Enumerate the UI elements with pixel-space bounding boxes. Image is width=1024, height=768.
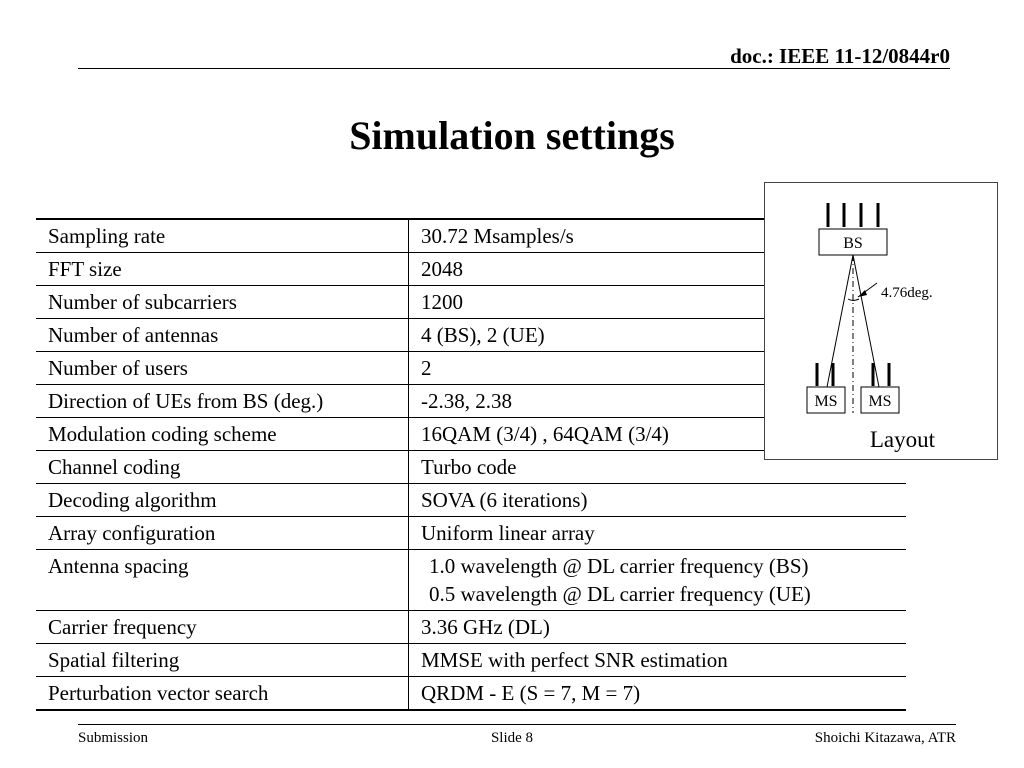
parameter-cell: Channel coding <box>36 450 409 484</box>
table-row: Decoding algorithm SOVA (6 iterations) <box>36 483 906 517</box>
value-text: 16QAM (3/4) , 64QAM (3/4) <box>421 422 669 446</box>
value-text: QRDM - E (S = 7, M = 7) <box>421 681 641 705</box>
value-cell: 3.36 GHz (DL) <box>408 610 906 644</box>
table-row: Perturbation vector search QRDM - E (S = … <box>36 676 906 711</box>
parameter-cell: Number of antennas <box>36 318 409 352</box>
value-text: 3.36 GHz (DL) <box>421 615 550 639</box>
parameter-cell: Number of users <box>36 351 409 385</box>
bs-label: BS <box>843 235 863 252</box>
ms-box <box>860 386 900 414</box>
table-row: Carrier frequency 3.36 GHz (DL) <box>36 610 906 644</box>
ms-box <box>806 386 846 414</box>
parameter-cell: Sampling rate <box>36 218 409 253</box>
table-row: Number of antennas 4 (BS), 2 (UE) <box>36 318 906 352</box>
value-text: 2 <box>421 356 432 380</box>
parameter-cell: Spatial filtering <box>36 643 409 677</box>
value-text: 1200 <box>421 290 463 314</box>
footer-slide-number: Slide 8 <box>490 730 534 746</box>
value-text: Turbo code <box>421 455 517 479</box>
value-cell: SOVA (6 iterations) <box>408 483 906 517</box>
layout-caption: Layout <box>765 427 997 453</box>
parameter-cell: Carrier frequency <box>36 610 409 644</box>
parameter-cell: FFT size <box>36 252 409 286</box>
ms-label: MS <box>868 393 891 410</box>
layout-figure: BS 4.76deg. MS MS Layout <box>764 182 998 460</box>
angle-label: 4.76deg. <box>881 285 933 301</box>
value-text: 4 (BS), 2 (UE) <box>421 323 545 347</box>
value-text: 1.0 wavelength @ DL carrier frequency (B… <box>429 554 809 578</box>
layout-caption-text: Layout <box>869 427 935 452</box>
value-cell: MMSE with perfect SNR estimation <box>408 643 906 677</box>
parameter-cell: Antenna spacing <box>36 549 409 611</box>
table-row: Antenna spacing 1.0 wavelength @ DL carri… <box>36 549 906 611</box>
footer-submission: Submission <box>78 730 149 746</box>
slide-title: Simulation settings <box>349 113 675 158</box>
layout-diagram: BS 4.76deg. MS MS <box>806 203 933 414</box>
bs-box <box>818 228 888 256</box>
value-text: 2048 <box>421 257 463 281</box>
header-divider <box>78 68 950 69</box>
parameter-cell: Decoding algorithm <box>36 483 409 517</box>
ms-label: MS <box>814 393 837 410</box>
document-id: doc.: IEEE 11-12/0844r0 <box>730 44 950 68</box>
table-row: Direction of UEs from BS (deg.) -2.38, 2.… <box>36 384 906 418</box>
table-row: Spatial filtering MMSE with perfect SNR e… <box>36 643 906 677</box>
beam-left <box>826 254 854 388</box>
footer-author: Shoichi Kitazawa, ATR <box>814 730 956 746</box>
arrow-head-icon <box>858 290 867 297</box>
value-text: 0.5 wavelength @ DL carrier frequency (U… <box>429 582 811 606</box>
parameter-cell: Number of subcarriers <box>36 285 409 319</box>
footer-divider <box>78 724 956 725</box>
value-cell: Uniform linear array <box>408 516 906 550</box>
table-row: Array configuration Uniform linear array <box>36 516 906 550</box>
beam-right <box>852 254 880 388</box>
value-cell: 1.0 wavelength @ DL carrier frequency (B… <box>408 549 906 611</box>
value-text: Uniform linear array <box>421 521 595 545</box>
parameter-cell: Direction of UEs from BS (deg.) <box>36 384 409 418</box>
value-text: 30.72 Msamples/s <box>421 224 574 248</box>
parameter-cell: Array configuration <box>36 516 409 550</box>
parameter-cell: Perturbation vector search <box>36 676 409 711</box>
value-text: MMSE with perfect SNR estimation <box>421 648 728 672</box>
value-cell: QRDM - E (S = 7, M = 7) <box>408 676 906 711</box>
value-text: -2.38, 2.38 <box>421 389 512 413</box>
value-text: SOVA (6 iterations) <box>421 488 588 512</box>
angle-arc <box>847 298 860 301</box>
parameter-cell: Modulation coding scheme <box>36 417 409 451</box>
